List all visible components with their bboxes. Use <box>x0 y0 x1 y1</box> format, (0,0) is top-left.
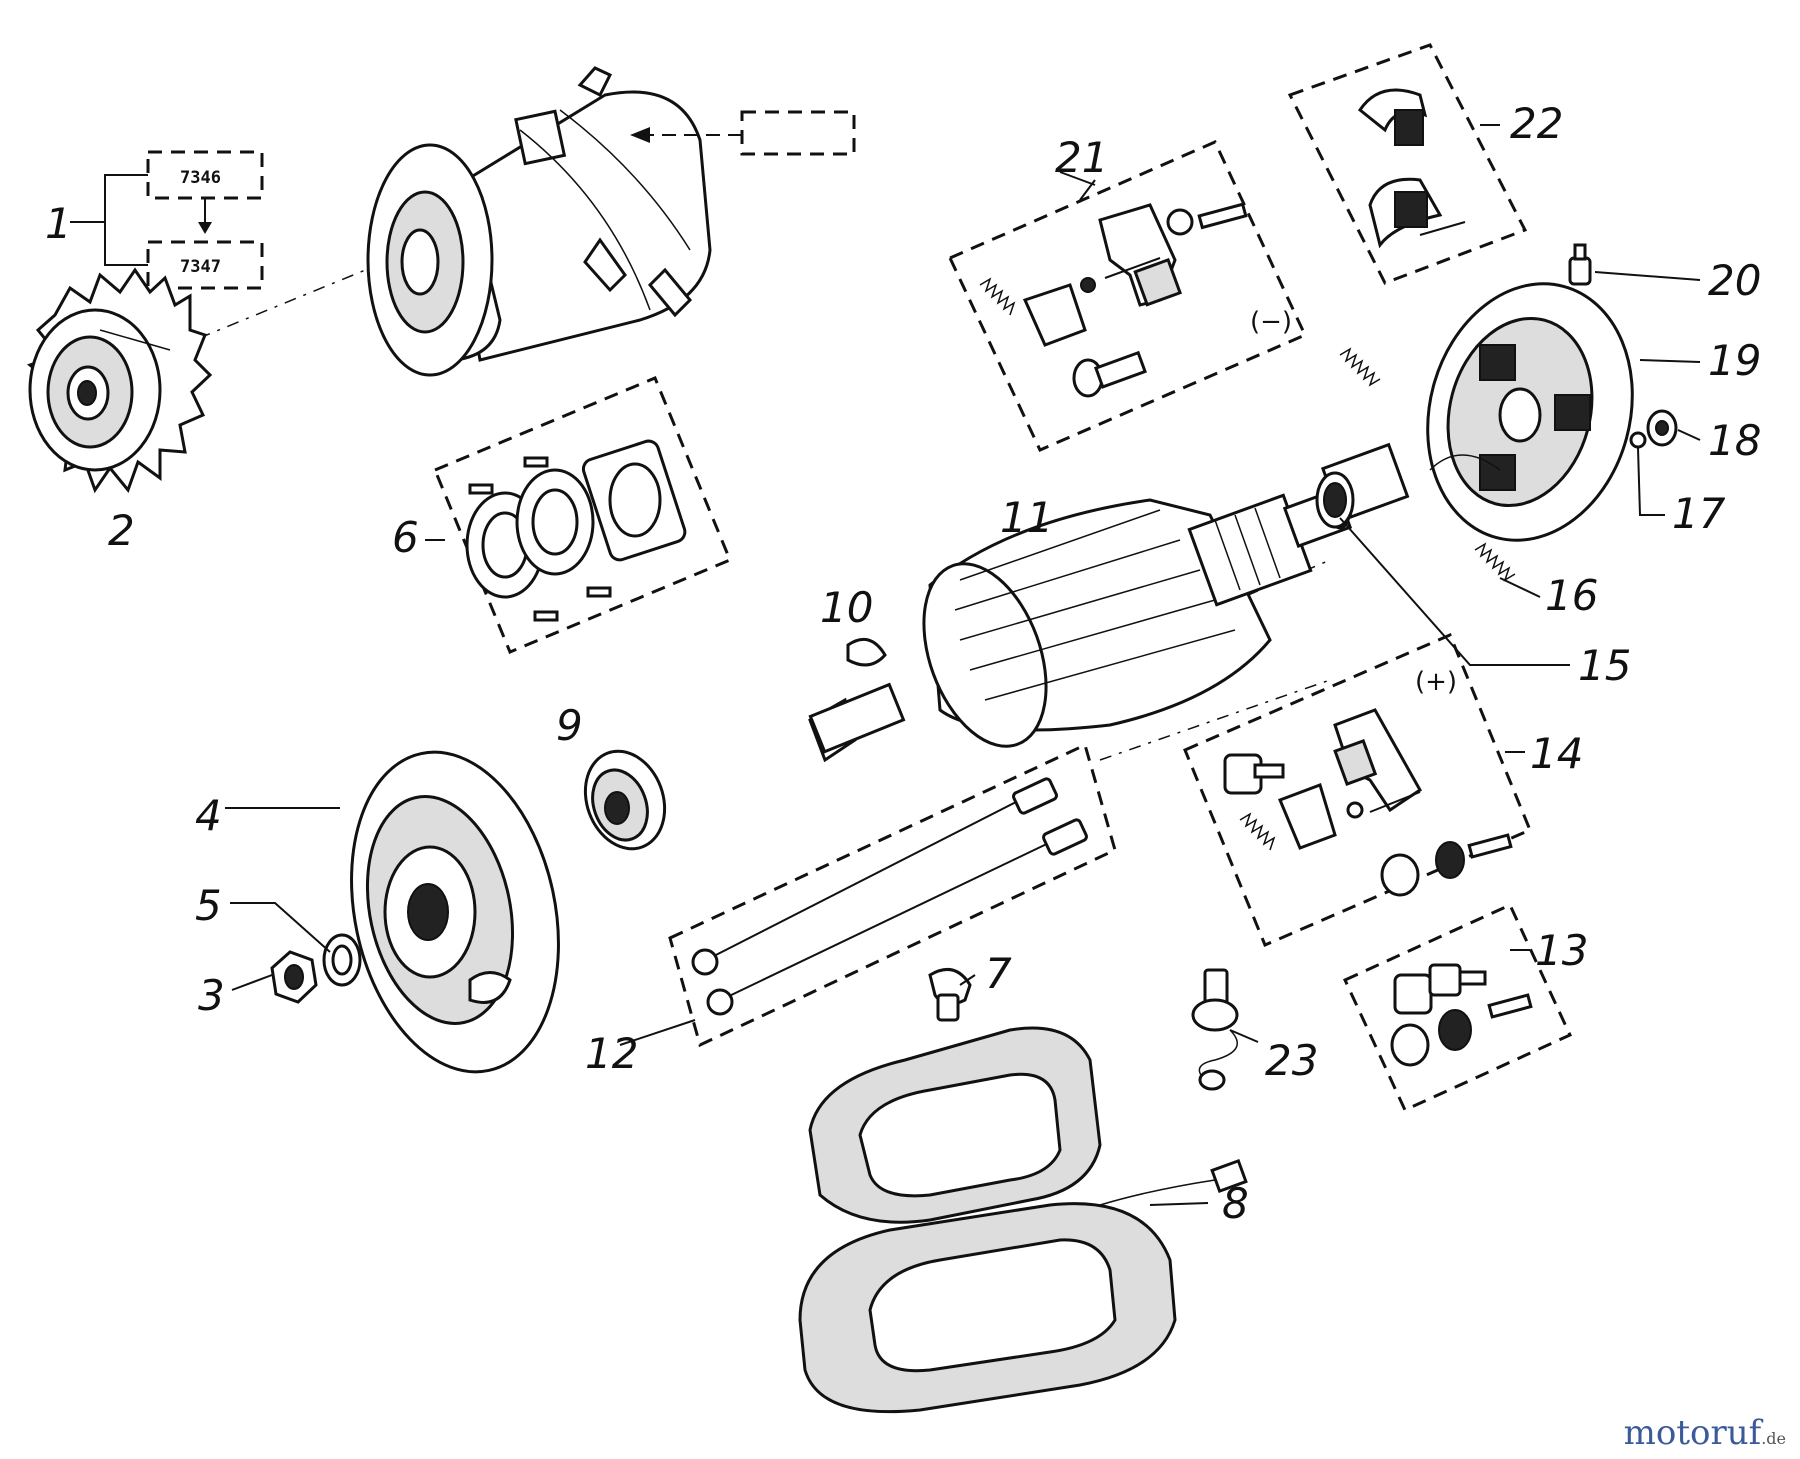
code-7346: 7346 <box>180 168 221 188</box>
code-7347: 7347 <box>180 257 221 277</box>
label-20: 20 <box>1708 256 1761 305</box>
screw-plug <box>928 967 972 1022</box>
fan-pulley <box>26 267 213 494</box>
lube-nipple-20 <box>1568 243 1592 286</box>
label-7: 7 <box>985 949 1012 998</box>
terminal-bolt <box>1191 968 1239 1091</box>
label-3: 3 <box>198 971 225 1020</box>
label-18: 18 <box>1708 416 1761 465</box>
washer-17 <box>1629 431 1647 449</box>
brush-springs <box>1339 347 1516 582</box>
bearing-bushing <box>1315 442 1410 529</box>
polarity-negative: (−) <box>1250 307 1292 337</box>
brand-name: motoruf <box>1623 1413 1762 1453</box>
label-1: 1 <box>45 199 72 248</box>
label-16: 16 <box>1545 571 1598 620</box>
tie-rod-set <box>668 742 1117 1048</box>
positive-brush-holder-set <box>1183 633 1532 947</box>
label-10: 10 <box>820 583 873 632</box>
label-9: 9 <box>556 701 583 750</box>
brand-watermark: motoruf.de <box>1624 1413 1786 1453</box>
reference-box <box>630 110 856 156</box>
label-12: 12 <box>585 1029 638 1078</box>
label-6: 6 <box>392 513 419 562</box>
part-code-group: 7346 7347 <box>70 150 264 290</box>
gasket-set <box>433 376 732 654</box>
label-14: 14 <box>1530 729 1583 778</box>
label-leaders <box>225 124 1701 1206</box>
nut-18 <box>1646 409 1678 447</box>
label-13: 13 <box>1535 926 1588 975</box>
brush-set <box>1287 43 1528 285</box>
label-19: 19 <box>1708 336 1761 385</box>
label-17: 17 <box>1672 489 1726 538</box>
label-4: 4 <box>195 791 222 840</box>
label-22: 22 <box>1510 99 1563 148</box>
washer-5 <box>322 933 362 987</box>
armature <box>808 486 1353 763</box>
ball-bearing <box>583 749 667 851</box>
label-21: 21 <box>1055 133 1108 182</box>
generator-housing <box>366 66 712 377</box>
nut-3 <box>270 950 318 1004</box>
negative-brush-holder-set <box>947 140 1308 452</box>
label-5: 5 <box>195 881 222 930</box>
brand-suffix: .de <box>1761 1429 1786 1448</box>
callout-labels: 1 2 3 4 5 6 7 8 9 10 11 12 13 14 15 16 1… <box>45 99 1761 1228</box>
label-8: 8 <box>1222 1179 1249 1228</box>
polarity-positive: (+) <box>1415 667 1457 697</box>
drive-end-plate <box>350 750 560 1074</box>
woodruff-key <box>846 637 887 667</box>
label-15: 15 <box>1578 641 1631 690</box>
field-coils <box>798 1026 1248 1414</box>
brush-end-plate <box>1426 282 1634 542</box>
arrow-down-icon <box>198 222 212 234</box>
terminal-set <box>1343 903 1572 1112</box>
label-11: 11 <box>1000 493 1053 542</box>
label-2: 2 <box>108 506 135 555</box>
label-23: 23 <box>1265 1036 1318 1085</box>
arrow-left-icon <box>630 127 650 143</box>
